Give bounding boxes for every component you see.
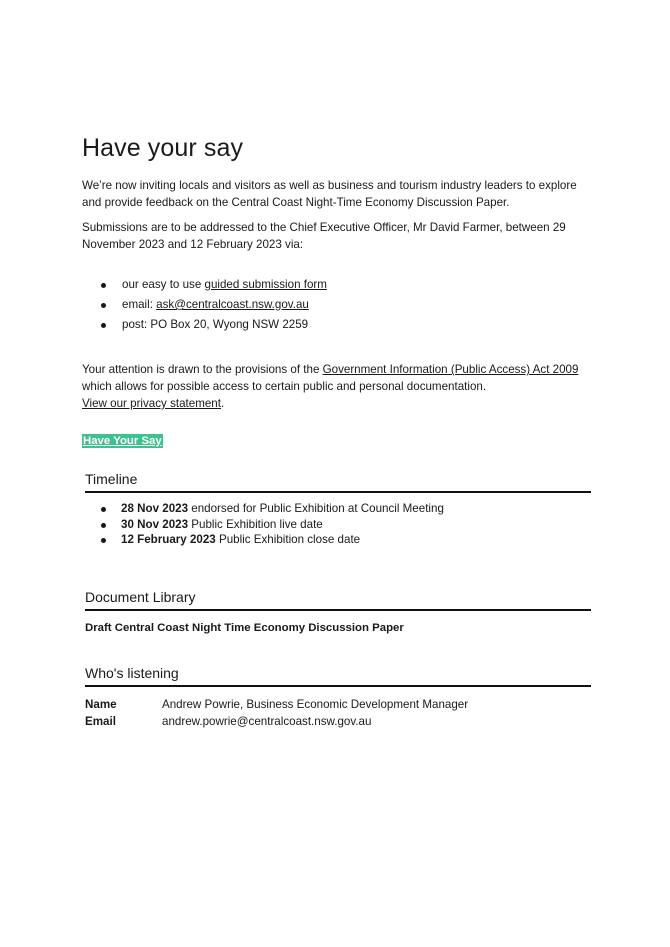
intro-paragraph: We’re now inviting locals and visitors a… xyxy=(82,179,577,209)
name-value: Andrew Powrie, Business Economic Develop… xyxy=(162,697,469,711)
document-library-section: Document Library Draft Central Coast Nig… xyxy=(85,589,591,634)
email-link[interactable]: ask@centralcoast.nsw.gov.au xyxy=(156,298,309,311)
postal-address: post: PO Box 20, Wyong NSW 2259 xyxy=(122,318,309,331)
discussion-paper-document-link[interactable]: Draft Central Coast Night Time Economy D… xyxy=(85,621,404,634)
bullet-icon xyxy=(101,522,106,528)
method-item-email: email: ask@centralcoast.nsw.gov.au xyxy=(82,295,592,315)
email-label: Email xyxy=(85,714,116,728)
gipa-act-link[interactable]: Government Information (Public Access) A… xyxy=(322,363,579,376)
email-value: andrew.powrie@centralcoast.nsw.gov.au xyxy=(162,714,372,728)
attention-prefix: Your attention is drawn to the provision… xyxy=(82,363,323,376)
bullet-icon xyxy=(101,507,106,512)
guided-submission-form-link[interactable]: guided submission form xyxy=(204,278,327,291)
method-prefix: our easy to use xyxy=(122,278,205,291)
timeline-date: 28 Nov 2023 xyxy=(121,502,189,515)
timeline-item: 28 Nov 2023 endorsed for Public Exhibiti… xyxy=(85,501,591,517)
method-prefix: email: xyxy=(122,298,157,311)
timeline-text: Public Exhibition close date xyxy=(215,533,361,546)
attention-paragraph: Your attention is drawn to the provision… xyxy=(82,361,592,412)
timeline-item: 12 February 2023 Public Exhibition close… xyxy=(85,532,591,548)
method-item-form: our easy to use guided submission form xyxy=(82,275,592,295)
submissions-paragraph: Submissions are to be addressed to the C… xyxy=(82,221,566,251)
whos-listening-section: Who's listening Name Andrew Powrie, Busi… xyxy=(85,665,591,730)
document-library-heading: Document Library xyxy=(85,589,591,611)
name-label: Name xyxy=(85,697,117,711)
timeline-list: 28 Nov 2023 endorsed for Public Exhibiti… xyxy=(85,501,591,548)
bullet-icon xyxy=(101,283,106,288)
contact-details: Name Andrew Powrie, Business Economic De… xyxy=(85,697,591,730)
page-content: Have your say We’re now inviting locals … xyxy=(82,134,592,730)
timeline-text: Public Exhibition live date xyxy=(188,517,323,531)
method-item-post: post: PO Box 20, Wyong NSW 2259 xyxy=(82,315,592,335)
timeline-date: 12 February 2023 xyxy=(121,533,216,546)
timeline-item: 30 Nov 2023 Public Exhibition live date xyxy=(85,517,591,533)
bullet-icon xyxy=(101,538,106,543)
page-title: Have your say xyxy=(82,134,244,162)
timeline-heading: Timeline xyxy=(85,471,591,493)
privacy-statement-link[interactable]: View our privacy statement xyxy=(82,397,221,410)
attention-suffix: which allows for possible access to cert… xyxy=(82,380,487,393)
attention-period: . xyxy=(220,397,225,410)
bullet-icon xyxy=(101,303,106,308)
whos-listening-heading: Who's listening xyxy=(85,665,591,687)
bullet-icon xyxy=(101,323,106,328)
have-your-say-button[interactable]: Have Your Say xyxy=(82,434,163,448)
timeline-section: Timeline 28 Nov 2023 endorsed for Public… xyxy=(85,471,591,548)
timeline-text: endorsed for Public Exhibition at Counci… xyxy=(188,502,444,515)
submission-methods-list: our easy to use guided submission form e… xyxy=(82,275,592,335)
timeline-date: 30 Nov 2023 xyxy=(121,517,189,531)
